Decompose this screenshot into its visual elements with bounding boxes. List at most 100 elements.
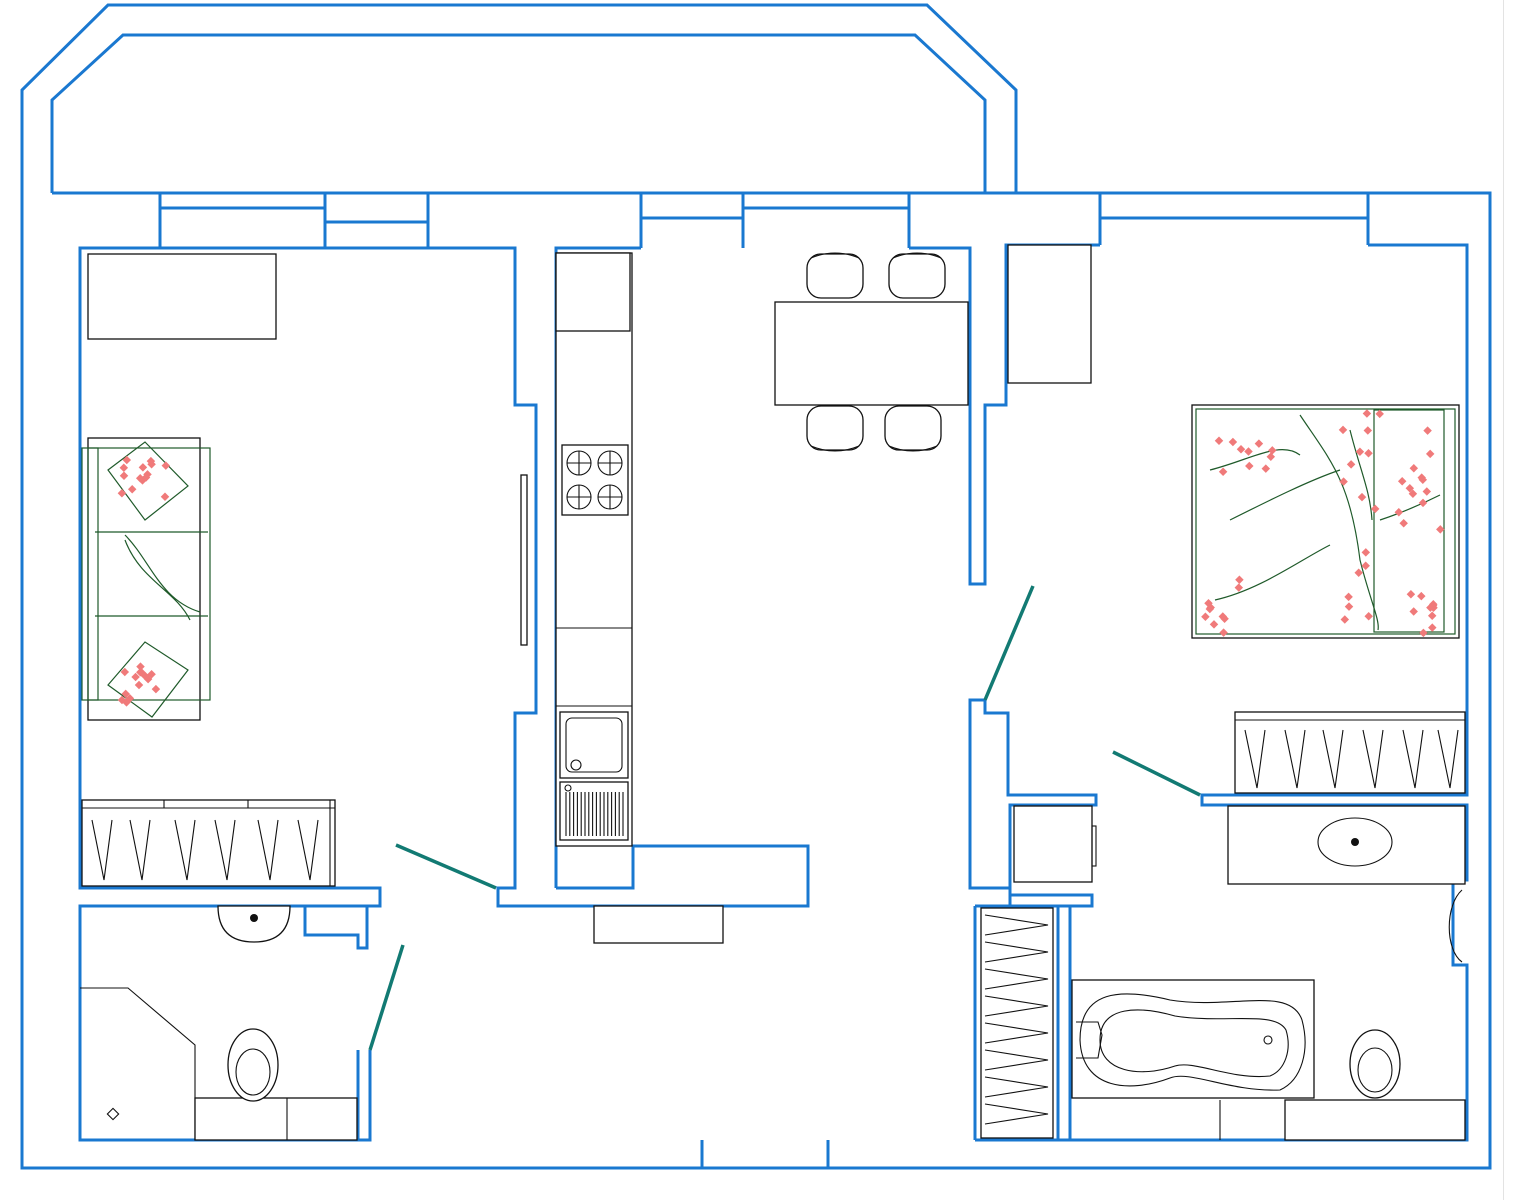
washing-machine bbox=[1013, 805, 1097, 883]
pattern-dot bbox=[1364, 611, 1373, 621]
tv-cabinet bbox=[87, 253, 277, 340]
pattern-dot bbox=[1361, 548, 1371, 557]
pattern-dot bbox=[161, 461, 171, 470]
pattern-dot bbox=[1408, 489, 1418, 498]
pattern-dot bbox=[1355, 447, 1365, 456]
pattern-dot bbox=[1417, 591, 1426, 601]
scrollbar-edge bbox=[1503, 0, 1504, 1200]
cooktop bbox=[561, 444, 629, 516]
pattern-dot bbox=[1357, 492, 1367, 502]
pattern-dot bbox=[135, 474, 145, 483]
pattern-dot bbox=[1266, 452, 1276, 461]
chair bbox=[806, 405, 864, 452]
corridor-wall bbox=[968, 698, 1098, 908]
pattern-dot bbox=[1436, 525, 1445, 534]
pattern-dot bbox=[1417, 473, 1426, 482]
pattern-dot bbox=[1219, 628, 1228, 637]
pattern-dot bbox=[1362, 409, 1372, 418]
pattern-dot bbox=[1261, 464, 1271, 473]
balcony-inner-wall bbox=[50, 33, 987, 193]
kitchen-sink bbox=[559, 711, 629, 779]
textile-pattern bbox=[1201, 409, 1445, 638]
pattern-dot bbox=[1254, 439, 1264, 448]
pattern-dot bbox=[160, 492, 170, 502]
pattern-dot bbox=[1427, 611, 1437, 620]
pattern-dot bbox=[1409, 607, 1418, 616]
pattern-dot bbox=[1340, 615, 1350, 624]
balcony-outer-wall bbox=[20, 3, 1018, 193]
pattern-dot bbox=[1418, 498, 1428, 508]
pattern-dot bbox=[1423, 426, 1432, 435]
wardrobe bbox=[81, 799, 336, 887]
door-swing-bedroom bbox=[983, 585, 1035, 701]
pattern-dot bbox=[127, 485, 137, 494]
heated-towel-rail bbox=[1448, 889, 1463, 963]
pattern-dot bbox=[1344, 592, 1353, 602]
pattern-dot bbox=[1405, 483, 1415, 493]
outer-wall bbox=[20, 191, 1492, 1170]
pattern-dot bbox=[1375, 409, 1384, 419]
pattern-dot bbox=[119, 463, 129, 473]
pattern-dot bbox=[1346, 460, 1356, 469]
chair bbox=[884, 405, 942, 452]
pattern-dot bbox=[1339, 477, 1348, 486]
pattern-dot bbox=[1425, 449, 1435, 459]
dishwasher bbox=[559, 781, 629, 841]
pattern-dot bbox=[1419, 628, 1428, 638]
chair bbox=[888, 252, 946, 299]
pattern-dot bbox=[147, 460, 156, 469]
shoe-cabinet bbox=[980, 907, 1054, 1139]
pattern-dot bbox=[1406, 590, 1416, 599]
pattern-dot bbox=[1394, 507, 1404, 517]
washbasin bbox=[217, 905, 291, 943]
pattern-dot bbox=[1245, 461, 1254, 471]
pattern-dot bbox=[1201, 612, 1210, 622]
chairs bbox=[806, 252, 946, 452]
window-bottom bbox=[700, 1140, 830, 1168]
bath-left-partition bbox=[303, 906, 369, 950]
pattern-dot bbox=[122, 455, 132, 465]
pattern-dot bbox=[1214, 436, 1224, 446]
door-swing-bath-right bbox=[1112, 750, 1201, 797]
pattern-dot bbox=[1354, 568, 1363, 577]
pattern-dot bbox=[1363, 426, 1373, 435]
window-bedroom bbox=[1098, 193, 1370, 245]
double-bed bbox=[1191, 404, 1460, 639]
doors bbox=[368, 585, 1201, 1051]
pattern-dot bbox=[1370, 504, 1380, 514]
pattern-dot bbox=[1397, 477, 1407, 486]
floor-drain bbox=[106, 1107, 120, 1121]
pattern-dot bbox=[1234, 583, 1244, 592]
washbasin bbox=[1227, 805, 1466, 885]
pattern-dot bbox=[1209, 620, 1219, 629]
window-kitchen bbox=[639, 193, 911, 248]
toilet bbox=[1349, 1029, 1401, 1099]
pattern-dot bbox=[1228, 437, 1238, 447]
door-swing-bath-left bbox=[368, 944, 405, 1051]
kitchen-island bbox=[593, 905, 724, 944]
pattern-dot bbox=[1422, 487, 1432, 496]
pattern-dot bbox=[1344, 602, 1354, 611]
bathtub bbox=[1071, 979, 1315, 1099]
pattern-dot bbox=[1428, 623, 1437, 632]
shower-step bbox=[194, 1097, 358, 1141]
pattern-dot bbox=[1206, 603, 1215, 612]
radiator-body bbox=[520, 474, 528, 646]
pattern-dot bbox=[1244, 447, 1253, 456]
bath-step bbox=[1284, 1099, 1466, 1141]
window-living bbox=[158, 193, 430, 250]
chair bbox=[806, 252, 864, 299]
pattern-dot bbox=[1364, 449, 1373, 458]
bedroom-wall bbox=[1068, 243, 1469, 1142]
textile-pattern bbox=[117, 455, 171, 707]
toilet bbox=[227, 1028, 279, 1102]
pattern-dot bbox=[1361, 561, 1370, 570]
dining-table bbox=[774, 301, 969, 406]
kitchen-counter-wall bbox=[556, 844, 810, 906]
pattern-dot bbox=[117, 488, 127, 498]
pattern-dot bbox=[1220, 614, 1229, 624]
fridge bbox=[555, 252, 631, 332]
pattern-dot bbox=[141, 473, 151, 482]
pattern-dot bbox=[119, 471, 129, 481]
